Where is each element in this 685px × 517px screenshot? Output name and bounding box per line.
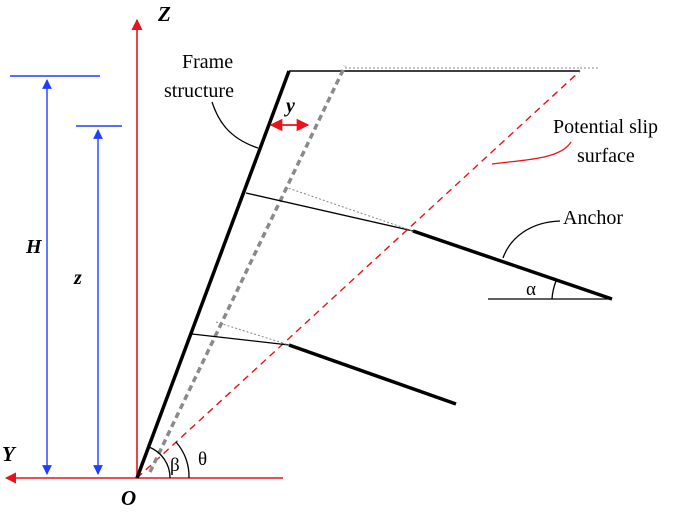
reference-dashed-line xyxy=(148,65,347,473)
h-label: H xyxy=(25,236,43,258)
beta-label: β xyxy=(170,455,180,476)
slip-surface-label-line1: Potential slip xyxy=(553,116,658,138)
frame-structure xyxy=(135,70,291,479)
slip-surface-label-line2: surface xyxy=(577,145,635,167)
anchor-upper-thick xyxy=(412,229,613,301)
beta-arc xyxy=(148,446,171,479)
anchor-upper-dotted xyxy=(284,186,414,232)
slip-surface xyxy=(136,70,581,479)
origin-label: O xyxy=(121,486,136,510)
anchor-label: Anchor xyxy=(563,207,623,229)
frame-structure-label-line1: Frame xyxy=(182,51,233,73)
alpha-label: α xyxy=(526,279,536,300)
frame-structure-label-line2: structure xyxy=(164,80,234,102)
frame-structure-leader xyxy=(211,101,259,149)
theta-label: θ xyxy=(198,449,207,470)
slip-surface-leader xyxy=(491,141,572,165)
y-axis-label: Y xyxy=(2,442,17,466)
z-depth-label: z xyxy=(73,267,82,289)
anchor-lower-thin xyxy=(191,333,290,346)
y-offset-label: y xyxy=(284,95,295,117)
z-axis-label: Z xyxy=(157,2,171,26)
theta-arc xyxy=(175,441,190,479)
anchor-lower-thick xyxy=(288,343,457,406)
anchor-lower-dotted xyxy=(215,321,290,346)
anchor-leader xyxy=(502,220,561,259)
anchor-upper-thin xyxy=(245,192,414,232)
alpha-arc xyxy=(551,280,557,300)
